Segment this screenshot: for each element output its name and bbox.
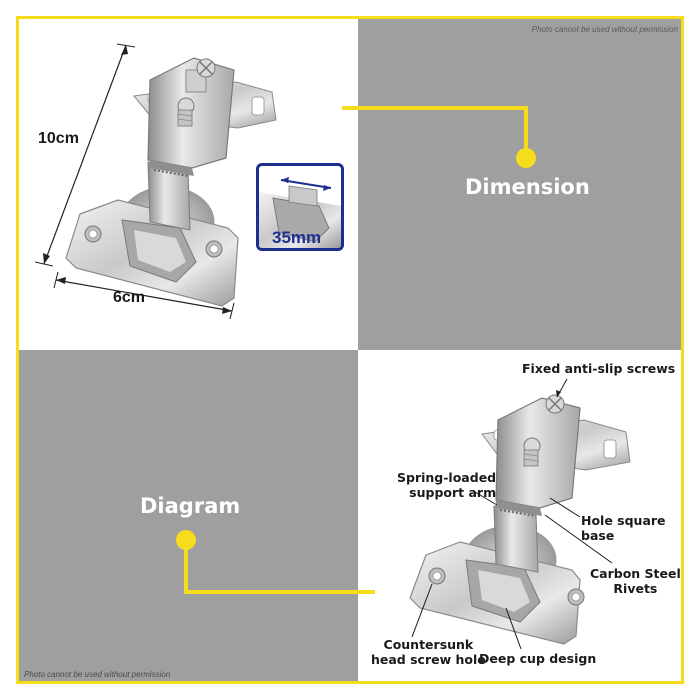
callout-spring-arm: Spring-loaded support arm [397,470,496,500]
callout-carbon-line2: Rivets [613,581,658,596]
width-label: 6cm [113,289,146,306]
diagram-title: Diagram [140,494,241,518]
callout-fixed-screws: Fixed anti-slip screws [522,361,675,376]
diagram-connector [176,530,375,594]
callout-hole-base: Hole square base [581,513,700,543]
callout-counter-line2: head screw hole [371,652,486,667]
hinge-photo-top [65,57,277,307]
cup-detail-drawing [259,177,341,248]
cup-diameter-label: 35mm [272,228,322,247]
width-dimension-line [53,271,235,320]
callout-deep-cup: Deep cup design [479,651,596,666]
dimension-title: Dimension [465,175,590,199]
height-label: 10cm [38,130,79,147]
dimension-title-panel [358,16,684,350]
callout-leaders [411,378,613,650]
callout-spring-line2: support arm [409,485,497,500]
hinge-photo-bottom [409,394,631,645]
cup-diameter-inset [256,163,344,251]
callout-carbon-rivets: Carbon Steel Rivets [590,566,681,596]
watermark-top: Photo cannot be used without permission [531,25,678,34]
callout-carbon-line1: Carbon Steel [590,566,681,581]
diagram-title-panel [16,350,358,684]
dimension-connector [342,106,536,168]
callout-spring-line1: Spring-loaded [397,470,497,485]
callout-deep-cup-text: Deep cup design [479,651,597,666]
callout-fixed-screws-text: Fixed anti-slip screws [522,361,676,376]
callout-countersunk: Countersunk head screw hole [371,637,486,667]
callout-hole-base-text: Hole square base [581,513,666,543]
callout-counter-line1: Countersunk [383,637,474,652]
height-dimension-line [34,43,136,267]
watermark-bottom: Photo cannot be used without permission [24,670,171,679]
